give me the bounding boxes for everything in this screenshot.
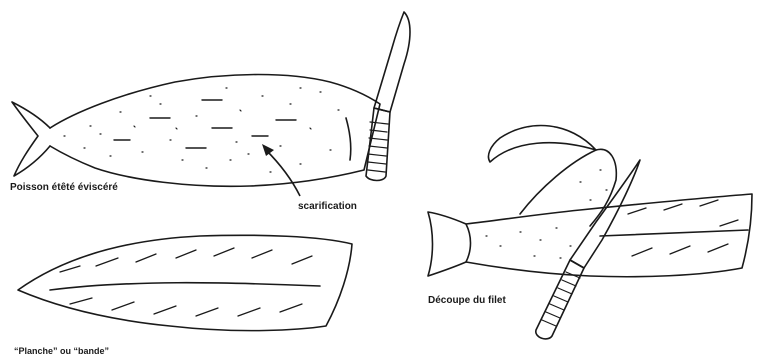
gutted-fish-scoring-marks (114, 100, 296, 148)
plank-drawing (18, 235, 352, 330)
gutted-fish-speckles (64, 88, 339, 172)
fillet-fish-tail (428, 212, 471, 276)
knife-icon (536, 160, 640, 339)
gutted-fish-outline (50, 75, 380, 187)
scoring-label: scarification (298, 202, 357, 212)
gutted-fish-drawing (12, 75, 380, 187)
knife-icon (366, 12, 410, 181)
fillet-curl (488, 126, 596, 163)
plank-label: “Planche” ou “bande” (14, 347, 109, 356)
knife-blade (374, 12, 410, 112)
gutted-fish-tail (12, 102, 50, 176)
knife-handle (536, 260, 584, 339)
plank-midline (50, 283, 320, 290)
gutted-fish-cut-edge (346, 118, 351, 160)
fillet-fish-midline (600, 230, 748, 236)
gutted-fish-label: Poisson étêté éviscéré (10, 183, 118, 193)
fillet-fish-drawing (428, 126, 752, 277)
fillet-flake-lines (628, 200, 738, 256)
fillet-cut-label: Découpe du filet (428, 296, 506, 306)
scoring-arrow (262, 144, 300, 196)
